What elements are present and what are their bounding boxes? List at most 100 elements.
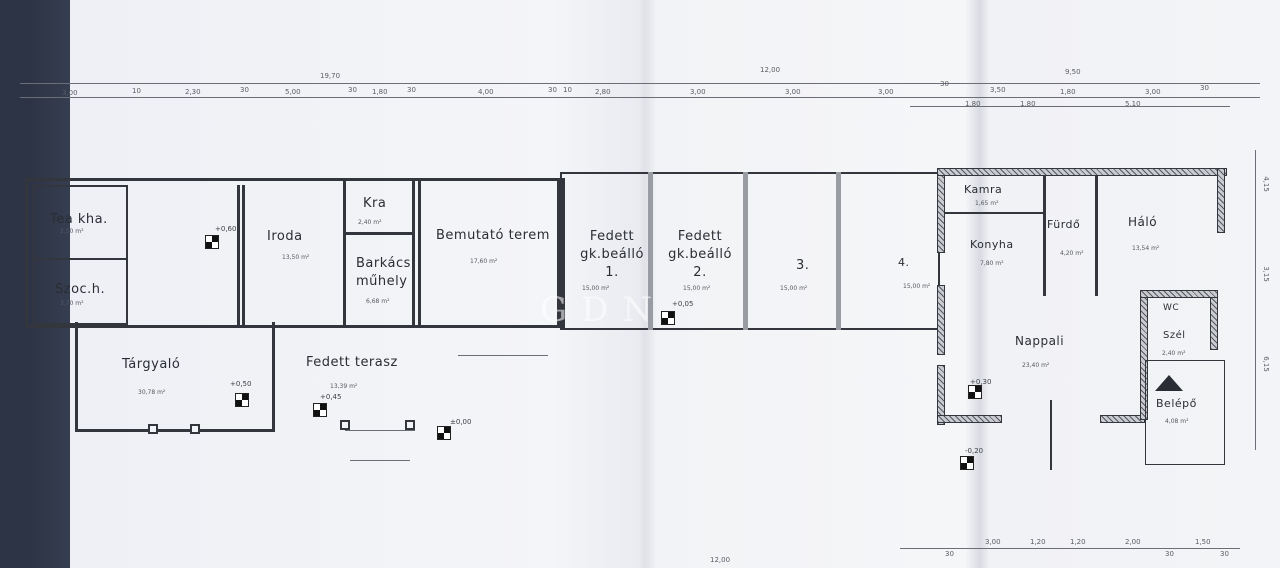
room-area: 2,40 m²	[1162, 350, 1186, 357]
dim-right: 4,15	[1261, 176, 1270, 192]
room-area: 15,00 m²	[582, 285, 610, 292]
room-label-barkacs: Barkács műhely	[356, 256, 411, 289]
room-label-iroda: Iroda	[267, 229, 303, 244]
wall-hatched	[937, 168, 945, 253]
wall-hatched	[937, 365, 945, 425]
room-area: 17,60 m²	[470, 258, 498, 265]
dim-top: 3,00	[878, 88, 894, 96]
dim-overall-1: 19,70	[320, 72, 341, 80]
wall-hatched	[937, 415, 1002, 423]
dim-right: 3,15	[1261, 266, 1270, 282]
dim-bottom: 30	[1165, 550, 1174, 558]
wall-iroda	[237, 185, 245, 325]
wall-hatched	[1140, 290, 1218, 298]
dim-top: 10	[132, 87, 141, 95]
dim-top: 30	[348, 86, 357, 94]
dim-bottom: 2,00	[1125, 538, 1141, 546]
dim-top: 1,80	[965, 100, 981, 108]
room-area: 23,40 m²	[1022, 362, 1050, 369]
room-area: 15,00 m²	[683, 285, 711, 292]
pillar	[340, 420, 350, 430]
room-area: 13,39 m²	[330, 383, 358, 390]
room-area: 6,68 m²	[366, 298, 390, 305]
level-label: +0,60	[215, 225, 237, 233]
dim-overall-3: 9,50	[1065, 68, 1081, 76]
dimension-line-right	[1255, 150, 1256, 450]
column-line	[1050, 400, 1052, 470]
wall-belepo	[1145, 360, 1225, 465]
garage-divider	[648, 172, 653, 330]
dim-top: 30	[407, 86, 416, 94]
wall-halo	[1095, 176, 1098, 296]
room-label-wc: WC	[1163, 303, 1180, 313]
room-area: 13,54 m²	[1132, 245, 1160, 252]
level-label: ±0,00	[450, 418, 472, 426]
room-label-belepo: Belépő	[1156, 397, 1197, 410]
dim-bottom: 1,50	[1195, 538, 1211, 546]
pillar	[405, 420, 415, 430]
wall-kamra	[945, 212, 1045, 214]
room-area: 2,50 m²	[60, 228, 84, 235]
dim-overall-2: 12,00	[760, 66, 781, 74]
dimension-line-top-2	[910, 106, 1230, 107]
dim-bottom: 1,20	[1030, 538, 1046, 546]
level-label: +0,50	[230, 380, 252, 388]
level-marker-icon	[960, 456, 974, 470]
room-area: 3,70 m²	[60, 300, 84, 307]
wall-hatched	[937, 285, 945, 355]
dim-top: 1,80	[1060, 88, 1076, 96]
room-label-nappali: Nappali	[1015, 334, 1065, 348]
room-area: 2,40 m²	[358, 219, 382, 226]
level-marker-icon	[205, 235, 219, 249]
dim-top: 30	[1200, 84, 1209, 92]
wall-hatched	[937, 168, 1227, 176]
wall-hatched	[1217, 168, 1225, 233]
dim-top: 3,50	[990, 86, 1006, 94]
table-surface	[30, 0, 72, 568]
room-label-garage-1: Fedett gk.beálló 1.	[580, 229, 644, 280]
room-label-garage-2: Fedett gk.beálló 2.	[668, 229, 732, 280]
garage-divider	[836, 172, 841, 330]
room-area: 30,78 m²	[138, 389, 166, 396]
dim-top: 3,00	[785, 88, 801, 96]
wall-hatched	[1210, 290, 1218, 350]
dim-bottom: 3,00	[985, 538, 1001, 546]
dim-bottom: 30	[1220, 550, 1229, 558]
pillar	[148, 424, 158, 434]
garage-divider	[743, 172, 748, 330]
dim-top: 30	[240, 86, 249, 94]
wall-szoc	[33, 258, 128, 325]
level-marker-icon	[661, 311, 675, 325]
wall-bemutato	[418, 178, 560, 328]
dim-top: 30	[940, 80, 949, 88]
dim-top: 3,00	[690, 88, 706, 96]
wall-targyalo	[75, 322, 275, 432]
dimension-line-bottom	[900, 548, 1240, 549]
dim-top: 1,80	[372, 88, 388, 96]
dim-top: 4,00	[478, 88, 494, 96]
room-label-bemutato: Bemutató terem	[436, 228, 550, 243]
level-marker-icon	[437, 426, 451, 440]
level-label: -0,20	[965, 447, 984, 455]
dim-top: 10	[563, 86, 572, 94]
room-area: 15,00 m²	[903, 283, 931, 290]
dim-bottom: 30	[945, 550, 954, 558]
dim-top: 2,30	[185, 88, 201, 96]
room-area: 4,08 m²	[1165, 418, 1189, 425]
floor-plan-sheet	[70, 0, 1280, 568]
room-label-targyalo: Tárgyaló	[122, 357, 181, 372]
room-label-fedett-terasz: Fedett terasz	[306, 355, 398, 370]
room-label-halo: Háló	[1128, 215, 1158, 229]
room-area: 4,20 m²	[1060, 250, 1084, 257]
dim-top: 5,10	[1125, 100, 1141, 108]
level-label: +0,05	[672, 300, 694, 308]
steps	[458, 355, 548, 356]
wall-hatched	[1100, 415, 1145, 423]
wall-kra-barkacs	[343, 178, 415, 328]
dim-top: 3,00	[1145, 88, 1161, 96]
dim-top: 5,00	[285, 88, 301, 96]
dimension-line-overall	[20, 83, 1260, 84]
room-label-garage-4: 4.	[898, 256, 910, 269]
terrace-edge	[345, 430, 415, 431]
room-area: 7,80 m²	[980, 260, 1004, 267]
